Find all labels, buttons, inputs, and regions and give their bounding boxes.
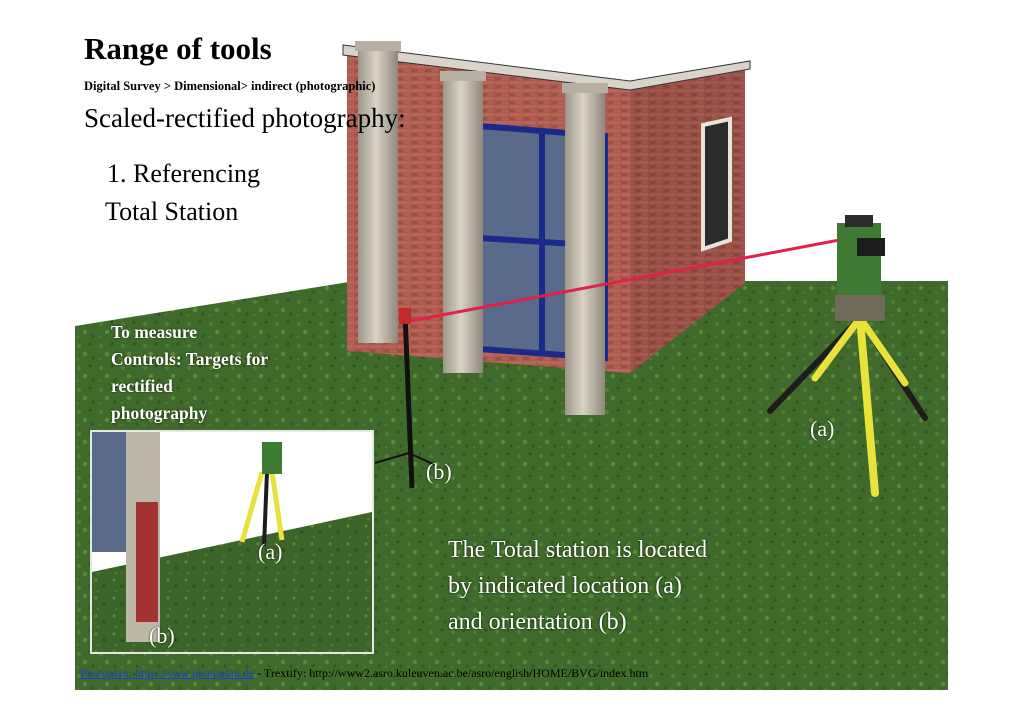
measure-note-line: To measure [111,322,198,342]
measure-note-line: Controls: Targets for [111,349,269,369]
inset-photo [90,430,374,654]
step-number: 1. Referencing [107,159,261,188]
label-b-main: (b) [426,459,452,484]
measure-note: To measure Controls: Targets for rectifi… [111,319,331,427]
breadcrumb: Digital Survey > Dimensional> indirect (… [84,79,376,93]
description-line: by indicated location (a) [448,573,682,599]
description: The Total station is located by indicate… [448,532,808,640]
step-name: Total Station [105,197,239,226]
slide-title: Range of tools [84,31,272,66]
label-a-main: (a) [810,416,835,441]
measure-note-line: photography [111,403,208,423]
label-b-inset: (b) [149,623,175,648]
measure-note-line: rectified [111,376,173,396]
subtitle: Scaled-rectified photography: [84,103,406,133]
description-line: The Total station is located [448,537,708,563]
trextify-credit: Trextify: http://www2.asro.kuleuven.ac.b… [264,666,649,680]
credits-separator: - [254,666,264,680]
credits: Photoplan: http://www.photoplan.de - Tre… [80,666,940,681]
label-a-inset: (a) [258,539,283,564]
photoplan-link[interactable]: Photoplan: http://www.photoplan.de [80,666,255,680]
description-line: and orientation (b) [448,609,627,635]
